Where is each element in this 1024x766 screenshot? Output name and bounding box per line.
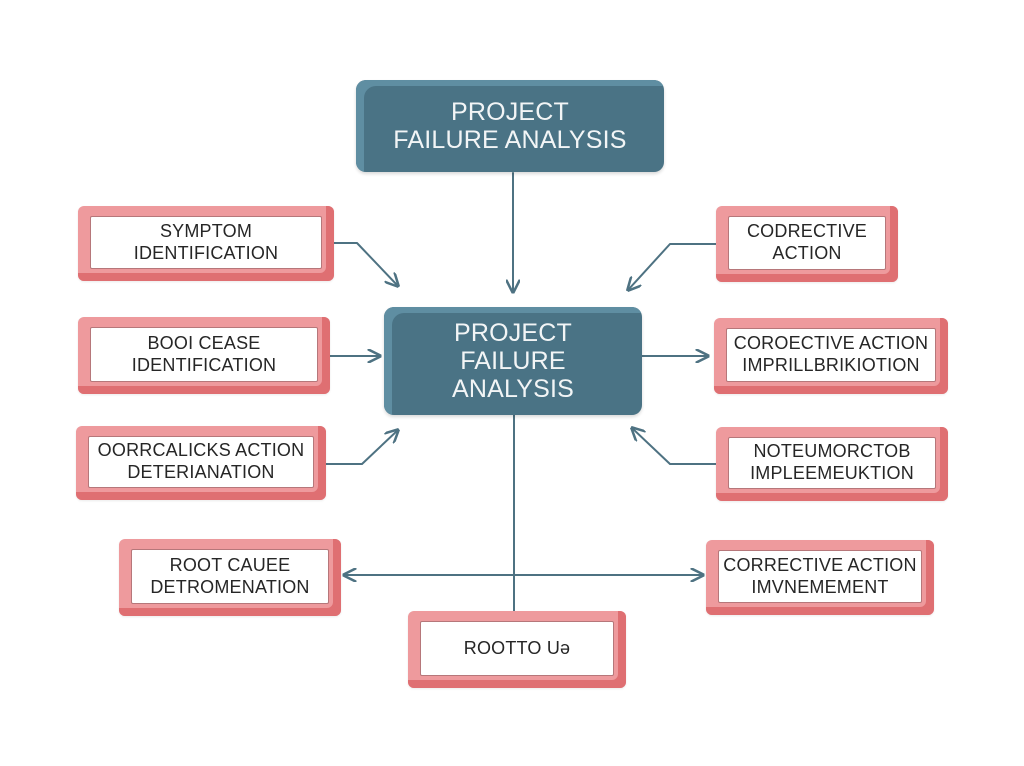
node-label: CORRECTIVE ACTION IMVNEMEMENT [718,550,922,603]
node-line: ROOTTO Uə [463,637,571,658]
hub-center-line-3: ANALYSIS [451,375,575,403]
node-line: DETERIANATION [127,462,275,482]
node-label: ROOT CAUEE DETROMENATION [131,549,329,604]
node-line: IDENTIFICATION [133,242,279,263]
node-note-implementation[interactable]: NOTEUMORCTOB IMPLEEMEUKTION [716,427,948,501]
node-line: ACTION [772,243,842,263]
node-corrective-action-improvement[interactable]: CORRECTIVE ACTION IMVNEMEMENT [706,540,934,615]
edge-note-impl-to-center [632,428,717,465]
node-line: COROECTIVE ACTION [733,333,929,354]
edge-corrective-to-center [628,243,717,290]
hub-center-line-2: FAILURE [460,347,566,375]
node-action-deteranation[interactable]: OORRCALICKS ACTION DETERIANATION [76,426,326,500]
node-line: IMPRILLBRIKIOTION [742,355,920,375]
node-line: BOOI CEASE [147,332,261,353]
node-root-case-identification[interactable]: BOOI CEASE IDENTIFICATION [78,317,330,394]
node-line: IMVNEMEMENT [751,576,889,597]
node-line: NOTEUMORCTOB [753,441,911,462]
node-label: ROOTTO Uə [420,621,614,676]
node-line: CORRECTIVE ACTION [723,554,917,575]
node-label: NOTEUMORCTOB IMPLEEMEUKTION [728,437,936,489]
hub-center-line-1: PROJECT [453,319,573,347]
node-line: DETROMENATION [150,576,310,597]
node-line: IMPLEEMEUKTION [750,463,914,483]
edge-symptom-to-center [333,242,398,286]
edge-deteranation-to-center [325,430,398,465]
hub-project-failure-analysis-center[interactable]: PROJECT FAILURE ANALYSIS [384,307,642,415]
hub-project-failure-analysis-top[interactable]: PROJECT FAILURE ANALYSIS [356,80,664,172]
node-rootto[interactable]: ROOTTO Uə [408,611,626,688]
node-line: ROOT CAUEE [169,554,291,575]
node-label: OORRCALICKS ACTION DETERIANATION [88,436,314,488]
node-line: IDENTIFICATION [131,354,277,375]
node-root-cause-detromenation[interactable]: ROOT CAUEE DETROMENATION [119,539,341,616]
hub-top-line-1: PROJECT [450,98,570,126]
node-label: SYMPTOM IDENTIFICATION [90,216,322,269]
node-label: BOOI CEASE IDENTIFICATION [90,327,318,382]
node-line: OORRCALICKS ACTION [97,440,305,461]
node-label: CODRECTIVE ACTION [728,216,886,270]
node-label: COROECTIVE ACTION IMPRILLBRIKIOTION [726,328,936,382]
node-symptom-identification[interactable]: SYMPTOM IDENTIFICATION [78,206,334,281]
node-corrective-action-implementation[interactable]: COROECTIVE ACTION IMPRILLBRIKIOTION [714,318,948,394]
node-line: CODRECTIVE [746,221,867,242]
node-line: SYMPTOM [159,220,253,241]
hub-top-line-2: FAILURE ANALYSIS [393,126,627,154]
node-corrective-action[interactable]: CODRECTIVE ACTION [716,206,898,282]
